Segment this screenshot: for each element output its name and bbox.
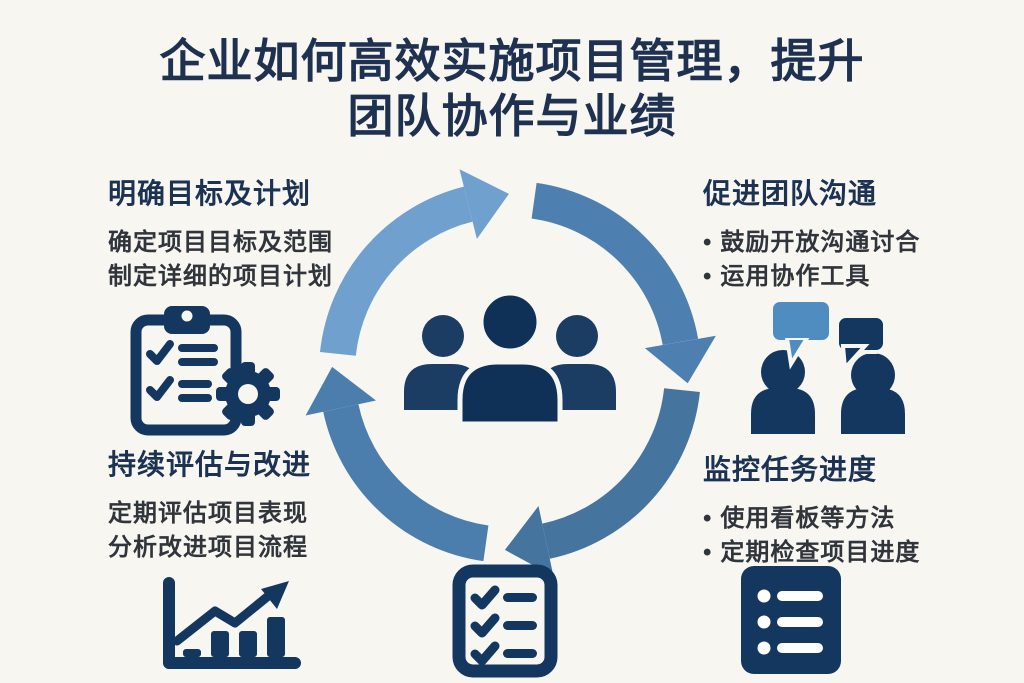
task-list-icon	[741, 566, 841, 674]
section-evaluation-item: 定期评估项目表现	[108, 500, 308, 527]
section-monitoring-item: 使用看板等方法	[703, 502, 1003, 536]
section-plan: 明确目标及计划 确定项目目标及范围 制定详细的项目计划	[108, 172, 408, 294]
gear-icon	[216, 362, 280, 426]
conversation-icon	[751, 298, 905, 434]
team-icon	[404, 290, 616, 427]
section-evaluation: 持续评估与改进 定期评估项目表现 分析改进项目流程	[108, 443, 408, 565]
speech-bubble-light	[769, 298, 833, 370]
section-communication-item: 运用协作工具	[703, 260, 1003, 294]
person-left	[751, 350, 815, 434]
section-communication: 促进团队沟通 鼓励开放沟通讨合 运用协作工具	[703, 172, 1003, 294]
clipboard-gear-icon	[130, 306, 280, 436]
person-right	[841, 353, 905, 434]
checklist-icon	[452, 564, 558, 678]
section-evaluation-item: 分析改进项目流程	[108, 534, 308, 561]
section-monitoring-heading: 监控任务进度	[703, 454, 878, 485]
growth-chart-icon	[163, 577, 301, 669]
section-monitoring-item: 定期检查项目进度	[703, 536, 1003, 570]
cycle-arrow-top-left	[319, 169, 509, 357]
section-plan-heading: 明确目标及计划	[108, 178, 312, 209]
section-communication-item: 鼓励开放沟通讨合	[703, 226, 1003, 260]
cycle-arrow-bottom-left	[305, 366, 489, 562]
cycle-arrow-top-right	[531, 182, 716, 384]
cycle-arrow-bottom-right	[504, 387, 700, 577]
title-line-1: 企业如何高效实施项目管理，提升	[159, 35, 865, 87]
section-monitoring: 监控任务进度 使用看板等方法 定期检查项目进度	[703, 448, 1003, 570]
title-line-2: 团队协作与业绩	[347, 90, 677, 143]
speech-bubble-dark	[835, 314, 887, 373]
section-plan-item: 确定项目目标及范围	[108, 229, 333, 256]
section-evaluation-heading: 持续评估与改进	[108, 449, 312, 480]
page-title: 企业如何高效实施项目管理，提升 团队协作与业绩	[0, 34, 1024, 144]
section-communication-heading: 促进团队沟通	[703, 178, 878, 209]
section-plan-item: 制定详细的项目计划	[108, 263, 333, 290]
